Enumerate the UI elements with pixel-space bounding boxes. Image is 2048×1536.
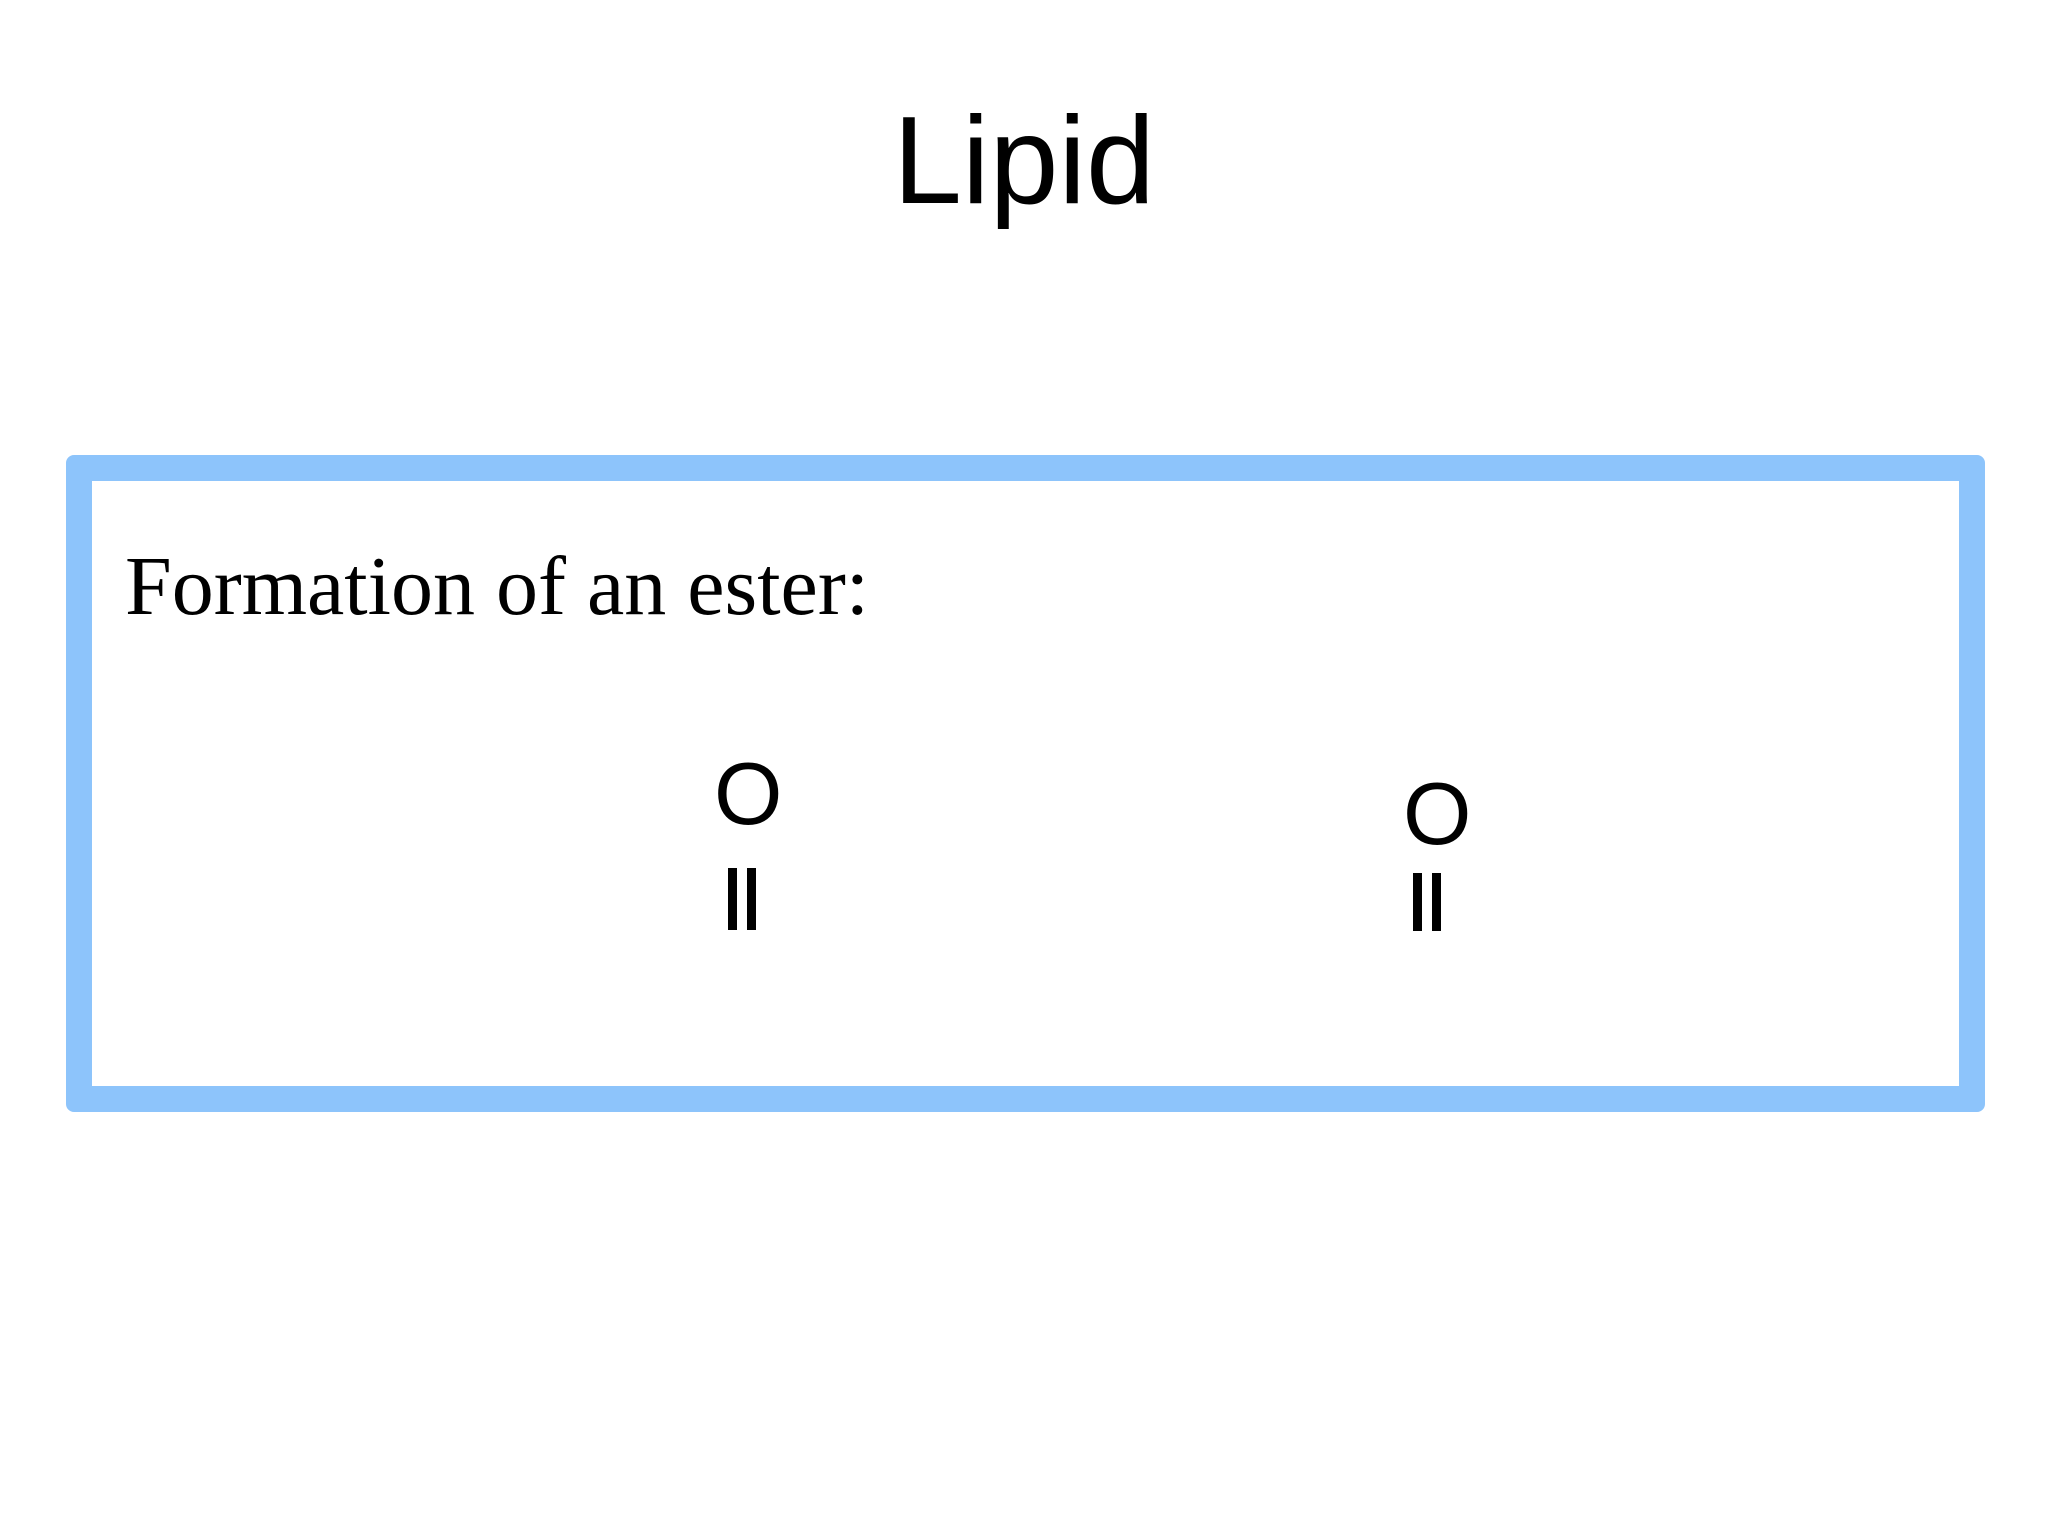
chemical-equation: R'O H + HO -C-R" O R'-O-C-R" O + H2O [120,750,1960,1060]
content-panel [66,455,1985,1112]
reactant-carbonyl-oxygen: O [714,744,783,843]
product-double-bond-line-left [1413,873,1422,931]
panel-heading: Formation of an ester: [125,540,870,633]
reactant-double-bond-line-right [747,868,756,930]
product-carbonyl-oxygen: O [1403,764,1472,863]
reactant-double-bond-line-left [728,868,737,930]
page-title: Lipid [893,92,1155,230]
product-double-bond-line-right [1432,873,1441,931]
